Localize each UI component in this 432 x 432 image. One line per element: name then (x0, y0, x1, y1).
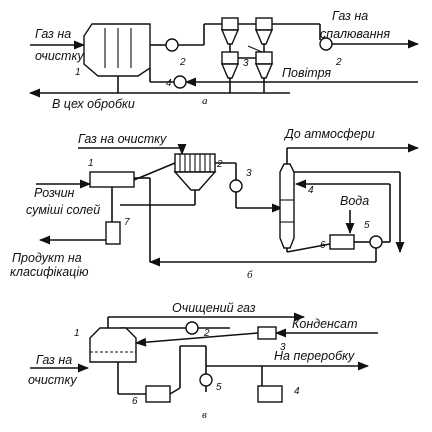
num-1-b: 1 (88, 158, 94, 169)
num-4-c: 4 (294, 386, 300, 397)
to-shop-label: В цех обробки (52, 97, 135, 111)
num-3-b: 3 (246, 168, 252, 179)
section-a: а (202, 95, 208, 107)
section-c: в (202, 409, 207, 421)
scheme-b: Газ на очистку 2 1 Розчин суміші солей (10, 127, 420, 281)
scheme-a: Газ на очистку 1 2 (28, 9, 420, 111)
num-6-c: 6 (132, 396, 138, 407)
condensate-label: Конденсат (292, 317, 358, 331)
scrubber-column-4 (279, 148, 295, 249)
to-atm-label: До атмосфери (283, 127, 375, 141)
product-label-2: класифікацію (10, 265, 89, 279)
to-processing-label: На переробку (274, 349, 355, 363)
gas-in-label-b: Газ на очистку (78, 132, 167, 146)
num-2-c: 2 (203, 328, 210, 339)
salt-label-2: суміші солей (26, 203, 100, 217)
gas-out-label-1: Газ на (332, 9, 368, 23)
gas-in-label-2: очистку (35, 49, 84, 63)
gas-out-label-2: спалювання (320, 27, 390, 41)
cyclone-pair-3 (220, 17, 274, 93)
num-1-c: 1 (74, 328, 80, 339)
scheme-c: Очищений газ 2 1 Газ на очистку Конденса… (28, 301, 378, 421)
num-3-a: 3 (243, 58, 249, 69)
pump-5-b (369, 235, 383, 249)
gas-in-c-1: Газ на (36, 353, 72, 367)
dryer-1 (89, 171, 135, 188)
unit-3-c (257, 326, 277, 340)
tank-6-c (145, 385, 171, 403)
gas-in-c-2: очистку (28, 373, 77, 387)
salt-label-1: Розчин (34, 186, 75, 200)
fan-2-a (165, 38, 179, 52)
num-4-a: 4 (166, 78, 172, 89)
air-label: Повітря (282, 66, 331, 80)
num-5-b: 5 (364, 220, 370, 231)
gas-in-label-1: Газ на (35, 27, 71, 41)
num-2-a: 2 (179, 57, 186, 68)
absorber-1 (89, 327, 137, 363)
num-5-c: 5 (216, 382, 222, 393)
fan-2-c (185, 321, 199, 335)
num-2b-a: 2 (335, 57, 342, 68)
section-b: б (247, 269, 253, 281)
num-1-a: 1 (75, 67, 81, 78)
num-2-b: 2 (216, 159, 223, 170)
tank-6-b (329, 234, 355, 250)
water-label: Вода (340, 194, 369, 208)
pump-4-a (173, 75, 187, 89)
num-3-c: 3 (280, 342, 286, 353)
clean-gas-label: Очищений газ (172, 301, 256, 315)
filter-unit-1 (83, 23, 151, 93)
bag-filter-2 (173, 153, 217, 191)
pump-5-c (199, 373, 213, 387)
tank-4-c (257, 385, 283, 403)
num-4-b: 4 (308, 185, 314, 196)
fan-3-b (229, 179, 243, 193)
num-7-b: 7 (124, 217, 130, 228)
bunker-7 (105, 221, 121, 245)
product-label-1: Продукт на (12, 251, 82, 265)
